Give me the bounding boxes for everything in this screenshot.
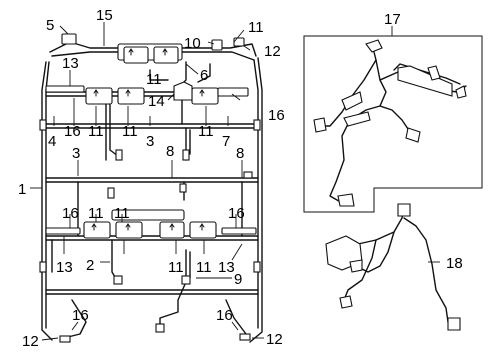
dome-lamp-connectors (45, 81, 249, 105)
label-8-b: 8 (236, 145, 244, 162)
inset-17 (303, 35, 483, 213)
label-11-a: 11 (146, 71, 162, 88)
label-3-b: 3 (72, 145, 80, 162)
label-15: 15 (96, 7, 113, 24)
label-6: 6 (200, 67, 208, 84)
label-8-a: 8 (166, 143, 174, 160)
label-11-f: 11 (114, 205, 130, 222)
label-12-bottom-right: 12 (266, 331, 283, 348)
label-1: 1 (18, 181, 26, 198)
label-11-top-right: 11 (248, 19, 264, 36)
label-9: 9 (234, 271, 242, 288)
label-16-bottom-left: 16 (72, 307, 89, 324)
label-16-lower-left: 16 (62, 205, 79, 222)
label-13-lower-left: 13 (56, 259, 73, 276)
label-3-a: 3 (146, 133, 154, 150)
label-16-right: 16 (268, 107, 285, 124)
label-13-top: 13 (62, 55, 79, 72)
label-4: 4 (48, 133, 56, 150)
label-17: 17 (384, 11, 401, 28)
label-14: 14 (148, 93, 165, 110)
label-11-d: 11 (198, 123, 214, 140)
label-11-g: 11 (168, 259, 184, 276)
top-roof-harness (61, 33, 245, 64)
label-10: 10 (184, 35, 201, 52)
label-16-lower-right: 16 (228, 205, 245, 222)
label-16-bottom-right: 16 (216, 307, 233, 324)
label-2: 2 (86, 257, 94, 274)
label-12-top: 12 (264, 43, 281, 60)
label-13-lower-right: 13 (218, 259, 235, 276)
label-11-c: 11 (122, 123, 138, 140)
part-number-labels: 15 11 5 10 12 13 11 6 14 16 16 11 11 11 … (18, 7, 463, 350)
leader-lines (30, 22, 440, 341)
lower-lamp-connectors (45, 209, 257, 239)
branch-connectors (39, 119, 261, 343)
label-7: 7 (222, 133, 230, 150)
label-18: 18 (446, 255, 463, 272)
label-11-b: 11 (88, 123, 104, 140)
label-5: 5 (46, 17, 54, 34)
label-12-bottom-left: 12 (22, 333, 39, 350)
harness-18 (325, 203, 461, 331)
label-11-e: 11 (88, 205, 104, 222)
label-16-left: 16 (64, 123, 81, 140)
label-11-h: 11 (196, 259, 212, 276)
